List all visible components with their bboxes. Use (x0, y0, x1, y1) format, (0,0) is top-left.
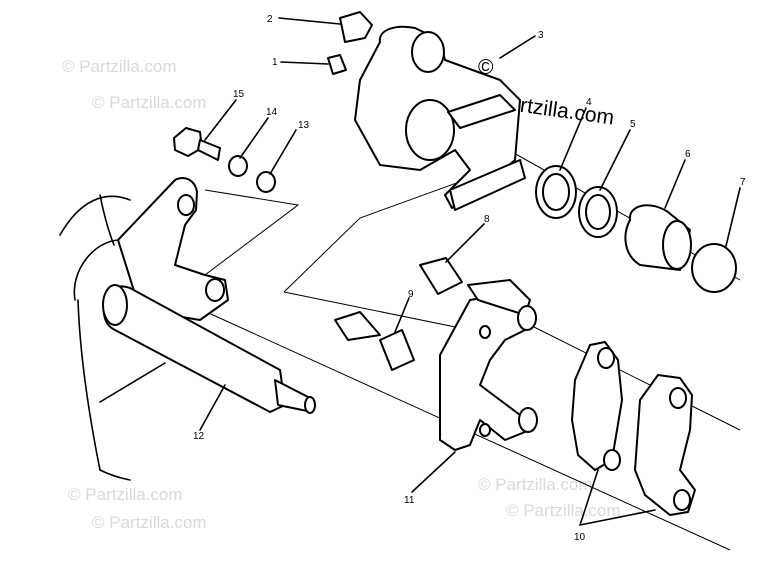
leader-4 (559, 107, 587, 171)
callout-12: 12 (193, 431, 205, 442)
cap-part-7 (691, 243, 737, 293)
brake-pad-outer (634, 374, 696, 516)
brake-pad-outer-hole-bottom (673, 489, 691, 511)
watermark-faint-2: © Partzilla.com (92, 93, 207, 112)
bracket-lower-pin-end (518, 407, 538, 433)
caliper-lower-tab (449, 159, 526, 211)
seal-set (535, 165, 618, 238)
watermark-faint-1: © Partzilla.com (62, 57, 177, 76)
caliper-bore (405, 99, 455, 161)
brake-pad-inner-hole-top (597, 347, 615, 369)
slide-pins (334, 257, 463, 371)
pin-part-9-head (334, 311, 381, 341)
seal-part-5-inner (585, 194, 611, 230)
faint-watermarks: © Partzilla.com © Partzilla.com © Partzi… (62, 57, 621, 532)
washer-part-13 (256, 171, 276, 193)
leader-12 (199, 384, 226, 431)
caliper-mount-tab (447, 94, 516, 129)
callout-9: 9 (408, 289, 414, 300)
callout-2: 2 (267, 14, 273, 25)
leader-8 (445, 223, 485, 263)
callout-1: 1 (272, 57, 278, 68)
brake-pads-part-10 (571, 341, 696, 516)
leader-2 (278, 17, 341, 25)
piston-face (662, 220, 692, 270)
bracket-part-11 (439, 279, 538, 451)
watermark-faint-6: © Partzilla.com (506, 501, 621, 520)
leader-13 (269, 129, 297, 175)
callout-5: 5 (630, 119, 636, 130)
arm-plate (117, 177, 229, 321)
callout-7: 7 (740, 177, 746, 188)
boot-part-9 (379, 329, 415, 371)
bleeder-parts (327, 11, 373, 75)
boot-part-8 (419, 257, 463, 295)
reference-line-bracket (283, 291, 471, 331)
lock-washer-part-14 (228, 155, 248, 177)
axle-end (102, 284, 128, 326)
frame-curve-5 (99, 469, 131, 481)
frame-curve-4 (99, 194, 115, 246)
bracket-hole-top (479, 325, 491, 339)
arm-hole-bottom (205, 278, 225, 302)
callout-15: 15 (233, 89, 245, 100)
bracket-upper-pin-end (517, 305, 537, 331)
axle-tip (304, 396, 316, 414)
frame-curve-3 (77, 299, 101, 471)
leader-lines (99, 17, 741, 526)
callout-4: 4 (586, 97, 592, 108)
bleeder-valve-part-1 (327, 54, 347, 75)
callout-10: 10 (574, 532, 586, 543)
caliper-part-3 (354, 25, 526, 211)
piston-set (624, 204, 737, 293)
leader-9 (394, 297, 410, 333)
bleeder-cap-part-2 (339, 11, 373, 43)
callout-14: 14 (266, 107, 278, 118)
callout-13: 13 (298, 120, 310, 131)
leader-7 (725, 187, 741, 247)
brake-pad-inner (571, 341, 623, 471)
seal-part-4-inner (542, 173, 570, 211)
callout-labels: 2 1 3 4 5 6 7 8 9 10 11 12 13 14 15 (193, 14, 746, 543)
bolt-shank (197, 139, 221, 161)
brake-pad-inner-hole-bottom (603, 449, 621, 471)
arm-hole-top (177, 194, 195, 216)
leader-axle-a (99, 362, 166, 403)
leader-6 (664, 159, 686, 209)
bolt-head-part-15 (173, 127, 203, 157)
callout-6: 6 (685, 149, 691, 160)
reference-line-bolt (184, 189, 300, 291)
frame-outline (59, 194, 131, 481)
leader-15 (204, 99, 237, 141)
leader-3 (499, 35, 536, 59)
callout-3: 3 (538, 30, 544, 41)
reference-line-pads (519, 319, 741, 431)
leader-10b (579, 509, 656, 526)
callout-8: 8 (484, 214, 490, 225)
leader-5 (599, 129, 631, 191)
leader-14 (239, 117, 269, 159)
watermark-faint-3: © Partzilla.com (68, 485, 183, 504)
swing-arm-part-12 (102, 177, 316, 414)
leader-1 (280, 61, 329, 65)
caliper-bleeder-port (411, 31, 445, 73)
leader-10a (579, 469, 599, 526)
leader-11 (411, 451, 456, 493)
bolt-set (173, 127, 276, 193)
frame-curve-1 (59, 195, 131, 236)
watermark-faint-5: © Partzilla.com (478, 475, 593, 494)
watermark-faint-4: © Partzilla.com (92, 513, 207, 532)
bracket-hole-bottom (479, 423, 491, 437)
brake-pad-outer-hole-top (669, 387, 687, 409)
callout-11: 11 (404, 495, 415, 506)
